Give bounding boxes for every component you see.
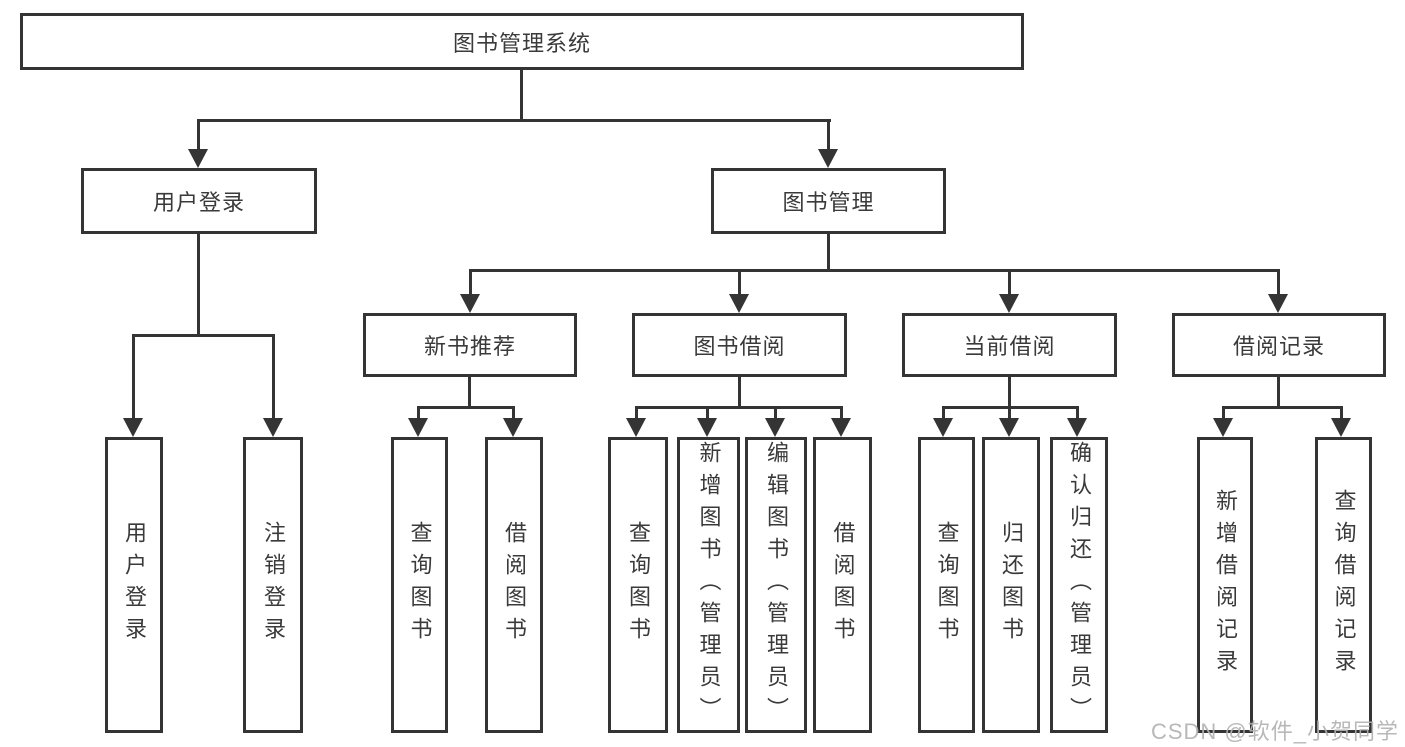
connector-line	[132, 334, 135, 421]
connector-line	[738, 377, 741, 408]
arrowhead-down-icon	[1331, 418, 1351, 437]
node-label: 新书推荐	[423, 334, 516, 359]
connector-line	[1277, 269, 1280, 296]
leaf-label: 归还图书	[999, 521, 1024, 649]
arrowhead-down-icon	[831, 418, 851, 437]
connector-line	[827, 234, 830, 272]
connector-line	[1222, 406, 1225, 421]
node-library-management-system: 图书管理系统	[20, 13, 1024, 70]
node-label: 借阅记录	[1232, 334, 1325, 359]
arrowhead-down-icon	[263, 418, 283, 437]
arrowhead-down-icon	[460, 294, 480, 313]
leaf-confirm-return-admin: 确认归还（管理员）	[1050, 437, 1108, 733]
connector-line	[132, 334, 275, 337]
arrowhead-down-icon	[626, 418, 646, 437]
node-borrowing-records: 借阅记录	[1172, 313, 1386, 377]
arrowhead-down-icon	[188, 149, 208, 168]
leaf-label: 查询借阅记录	[1331, 489, 1357, 681]
connector-line	[840, 406, 843, 421]
leaf-label: 新增图书（管理员）	[696, 441, 722, 729]
connector-line	[197, 119, 200, 152]
arrowhead-down-icon	[729, 294, 749, 313]
connector-line	[468, 377, 471, 408]
leaf-add-borrow-record: 新增借阅记录	[1197, 437, 1253, 733]
arrowhead-down-icon	[697, 418, 717, 437]
connector-line	[1277, 377, 1280, 408]
leaf-label: 查询图书	[626, 521, 651, 649]
arrowhead-down-icon	[999, 418, 1019, 437]
arrowhead-down-icon	[999, 294, 1019, 313]
node-label: 当前借阅	[963, 334, 1056, 359]
connector-line	[272, 334, 275, 421]
leaf-label: 查询图书	[407, 521, 433, 649]
connector-line	[774, 406, 777, 421]
arrowhead-down-icon	[123, 418, 143, 437]
connector-line	[1008, 269, 1011, 296]
leaf-borrow-books-recommend: 借阅图书	[485, 437, 543, 733]
connector-line	[197, 119, 831, 122]
leaf-query-books-borrow: 查询图书	[608, 437, 668, 733]
leaf-add-book-admin: 新增图书（管理员）	[677, 437, 740, 733]
connector-line	[469, 269, 472, 296]
node-current-borrowing: 当前借阅	[902, 313, 1117, 377]
connector-line	[635, 406, 638, 421]
arrowhead-down-icon	[818, 149, 838, 168]
leaf-label: 借阅图书	[830, 521, 856, 649]
connector-line	[512, 406, 515, 421]
node-book-management: 图书管理	[711, 168, 946, 234]
connector-line	[417, 406, 420, 421]
connector-line	[1076, 406, 1079, 421]
node-label: 图书管理系统	[452, 30, 591, 56]
leaf-label: 注销登录	[261, 521, 286, 649]
leaf-logout: 注销登录	[243, 437, 303, 733]
connector-line	[1222, 406, 1342, 409]
arrowhead-down-icon	[933, 418, 953, 437]
leaf-query-books-recommend: 查询图书	[391, 437, 448, 733]
connector-line	[520, 69, 523, 121]
csdn-watermark: CSDN @软件_小贺同学	[1150, 719, 1399, 744]
node-label: 图书管理	[782, 190, 875, 215]
arrowhead-down-icon	[408, 418, 428, 437]
connector-line	[469, 269, 1280, 272]
leaf-query-borrow-record: 查询借阅记录	[1315, 437, 1372, 733]
connector-line	[1008, 406, 1011, 421]
leaf-return-book: 归还图书	[982, 437, 1040, 733]
connector-line	[1008, 377, 1011, 408]
connector-line	[417, 406, 515, 409]
connector-line	[738, 269, 741, 296]
node-user-login: 用户登录	[81, 168, 317, 234]
connector-line	[1340, 406, 1343, 421]
leaf-label: 编辑图书（管理员）	[764, 441, 789, 729]
leaf-label: 用户登录	[122, 521, 147, 649]
node-new-book-recommendation: 新书推荐	[363, 313, 577, 377]
arrowhead-down-icon	[1268, 294, 1288, 313]
leaf-label: 查询图书	[934, 521, 960, 649]
leaf-label: 借阅图书	[502, 521, 527, 649]
connector-line	[942, 406, 945, 421]
leaf-query-books-current: 查询图书	[918, 437, 975, 733]
connector-line	[197, 234, 200, 337]
leaf-label: 新增借阅记录	[1213, 489, 1238, 681]
leaf-user-login: 用户登录	[105, 437, 163, 733]
connector-line	[827, 119, 830, 152]
arrowhead-down-icon	[503, 418, 523, 437]
leaf-label: 确认归还（管理员）	[1067, 441, 1092, 729]
arrowhead-down-icon	[1067, 418, 1087, 437]
connector-line	[635, 406, 843, 409]
leaf-edit-book-admin: 编辑图书（管理员）	[745, 437, 807, 733]
connector-line	[706, 406, 709, 421]
arrowhead-down-icon	[765, 418, 785, 437]
leaf-borrow-books: 借阅图书	[813, 437, 872, 733]
node-book-borrowing: 图书借阅	[632, 313, 847, 377]
arrowhead-down-icon	[1213, 418, 1233, 437]
node-label: 图书借阅	[693, 334, 786, 359]
node-label: 用户登录	[152, 190, 245, 215]
